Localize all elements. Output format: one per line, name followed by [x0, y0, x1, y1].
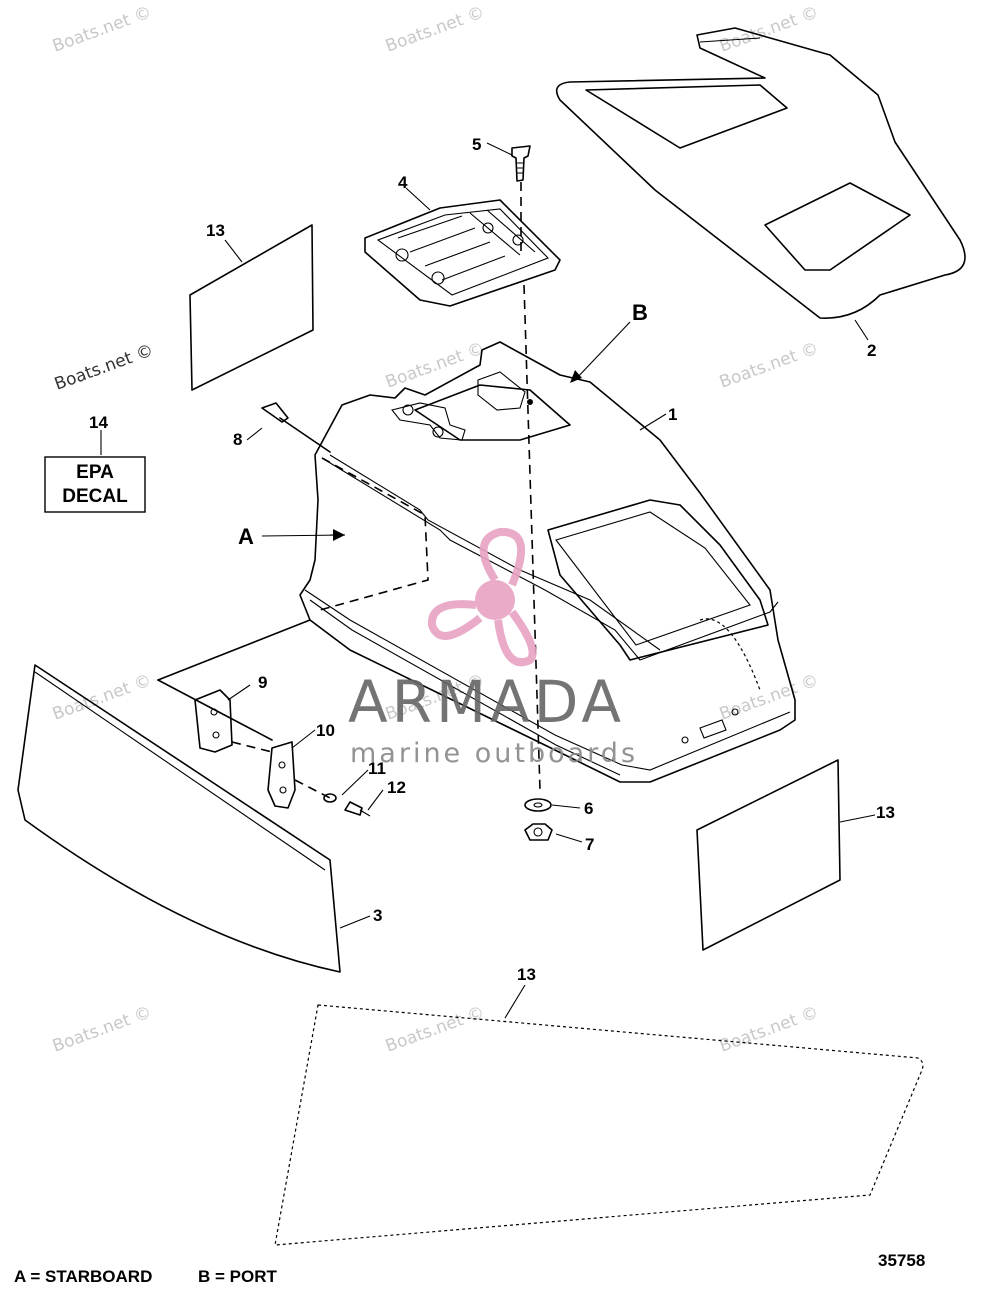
armada-logo: ARMADA marine outboards — [348, 527, 638, 769]
part-7-nut — [524, 823, 553, 841]
leader-lines — [100, 142, 876, 1019]
label-part-12: 12 — [387, 778, 406, 797]
label-part-7: 7 — [585, 835, 594, 854]
part-9-bracket — [194, 689, 233, 753]
label-part-2: 2 — [867, 341, 876, 360]
label-part-13-bottom: 13 — [517, 965, 536, 984]
assembly-line — [294, 779, 331, 799]
watermark: Boats.net © — [50, 670, 154, 724]
part-3-side-decal — [17, 664, 341, 973]
watermark: Boats.net © — [50, 1002, 154, 1056]
part-1-top-cowl — [299, 341, 796, 783]
brand-tagline: marine outboards — [350, 738, 638, 769]
propeller-icon — [427, 527, 537, 667]
watermark: Boats.net © — [383, 2, 487, 56]
label-part-9: 9 — [258, 673, 267, 692]
part-13-decal-top-left — [189, 224, 314, 391]
part-13-decal-bottom — [274, 1004, 924, 1246]
label-part-1: 1 — [668, 405, 677, 424]
watermark: Boats.net © — [50, 2, 154, 56]
part-8-screw — [261, 402, 289, 423]
assembly-line — [279, 417, 331, 453]
label-a: A — [238, 524, 254, 549]
part-14-epa-decal: EPA DECAL — [44, 456, 146, 513]
label-part-4: 4 — [398, 173, 408, 192]
label-part-8: 8 — [233, 430, 242, 449]
part-10-bracket — [267, 741, 296, 809]
label-part-11: 11 — [368, 759, 386, 778]
watermark-dark: Boats.net © — [52, 340, 156, 394]
decal-outline-line — [157, 679, 273, 741]
assembly-line — [231, 741, 273, 753]
watermark: Boats.net © — [383, 1002, 487, 1056]
part-labels: A B 1 2 3 4 5 6 7 8 9 10 11 12 13 13 13 … — [89, 135, 895, 984]
part-6-washer — [524, 798, 552, 812]
label-part-10: 10 — [316, 721, 335, 740]
legend: A = STARBOARD B = PORT — [14, 1267, 277, 1286]
part-4-bracket — [364, 199, 561, 307]
label-part-6: 6 — [584, 799, 593, 818]
watermark: Boats.net © — [383, 338, 487, 392]
epa-decal-line2: DECAL — [62, 486, 128, 507]
label-part-3: 3 — [373, 906, 382, 925]
label-b: B — [632, 300, 648, 325]
part-11-washer — [323, 793, 337, 803]
label-part-5: 5 — [472, 135, 481, 154]
epa-decal-line1: EPA — [76, 462, 114, 483]
label-part-13-right: 13 — [876, 803, 895, 822]
watermark: Boats.net © — [717, 670, 821, 724]
part-2-top-decal — [555, 27, 966, 319]
brand-name: ARMADA — [348, 668, 625, 736]
label-part-14: 14 — [89, 413, 108, 432]
part-13-decal-right — [696, 759, 841, 951]
part-5-bolt — [511, 145, 531, 182]
part-12-screw — [344, 801, 371, 817]
legend-starboard: A = STARBOARD — [14, 1267, 152, 1286]
watermark: Boats.net © — [717, 1002, 821, 1056]
arrow-b-head — [570, 370, 582, 383]
watermark: Boats.net © — [717, 338, 821, 392]
legend-port: B = PORT — [198, 1267, 277, 1286]
assembly-line — [523, 284, 541, 791]
label-part-13-top: 13 — [206, 221, 225, 240]
decal-outline-line — [157, 619, 311, 681]
figure-number: 35758 — [878, 1251, 925, 1270]
arrow-a-head — [333, 529, 345, 541]
